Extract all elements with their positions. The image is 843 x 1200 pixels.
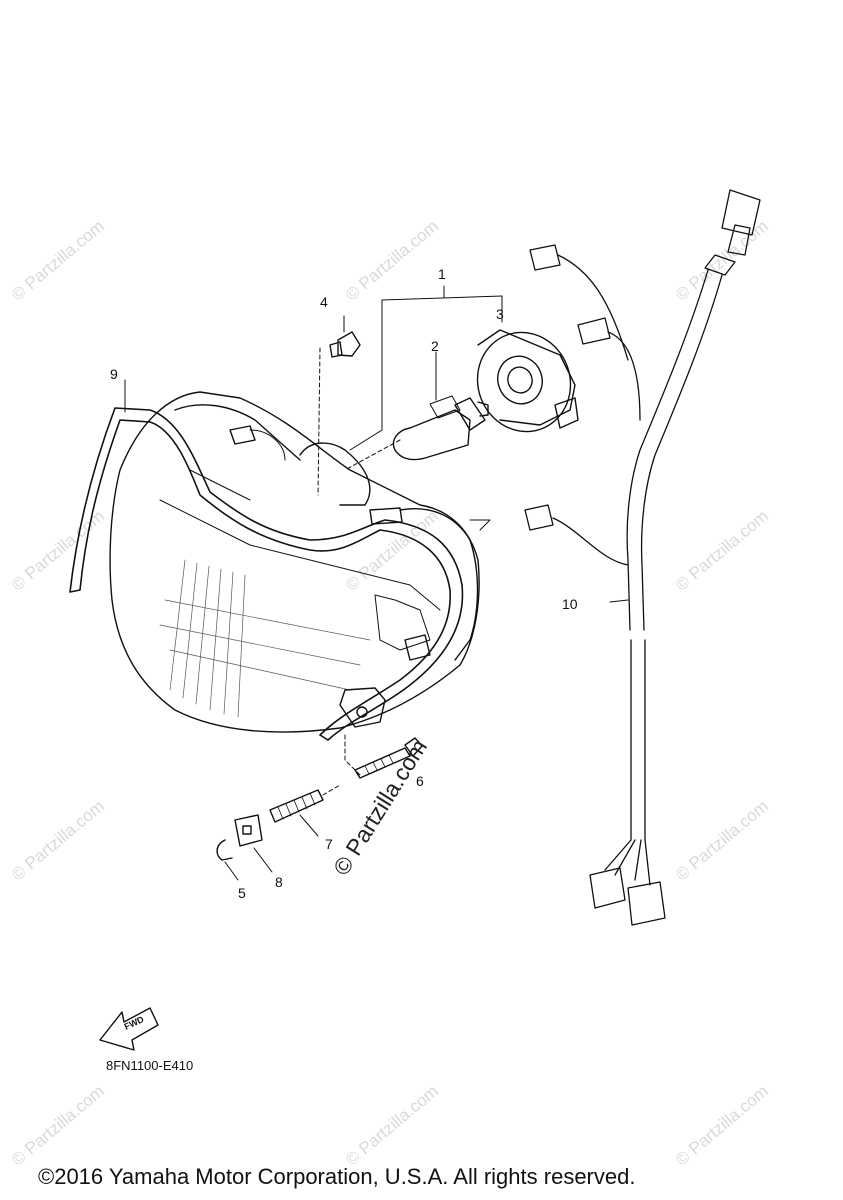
callout-2: 2 xyxy=(431,338,439,354)
callout-8: 8 xyxy=(275,874,283,890)
leader-lines xyxy=(124,285,629,881)
part-5-clip xyxy=(216,839,233,861)
part-10-harness xyxy=(524,189,761,926)
callout-9: 9 xyxy=(110,366,118,382)
part-3-cover xyxy=(476,329,579,433)
callout-1: 1 xyxy=(438,266,446,282)
fwd-arrow-icon: FWD xyxy=(99,1007,159,1051)
callout-5: 5 xyxy=(238,885,246,901)
part-9-seal xyxy=(69,407,464,741)
part-6-bolt xyxy=(354,737,423,779)
headlight-lens xyxy=(109,391,480,733)
part-8-nut xyxy=(234,814,263,847)
part-4-clip xyxy=(329,331,361,358)
callout-10: 10 xyxy=(562,596,578,612)
diagram-code: 8FN1100-E410 xyxy=(106,1058,194,1073)
callout-7: 7 xyxy=(325,836,333,852)
callout-4: 4 xyxy=(320,294,328,310)
copyright-notice: ©2016 Yamaha Motor Corporation, U.S.A. A… xyxy=(38,1164,636,1189)
part-7-spring xyxy=(269,789,324,823)
callout-6: 6 xyxy=(416,773,424,789)
part-2-bulb xyxy=(392,395,489,461)
callout-3: 3 xyxy=(496,306,504,322)
